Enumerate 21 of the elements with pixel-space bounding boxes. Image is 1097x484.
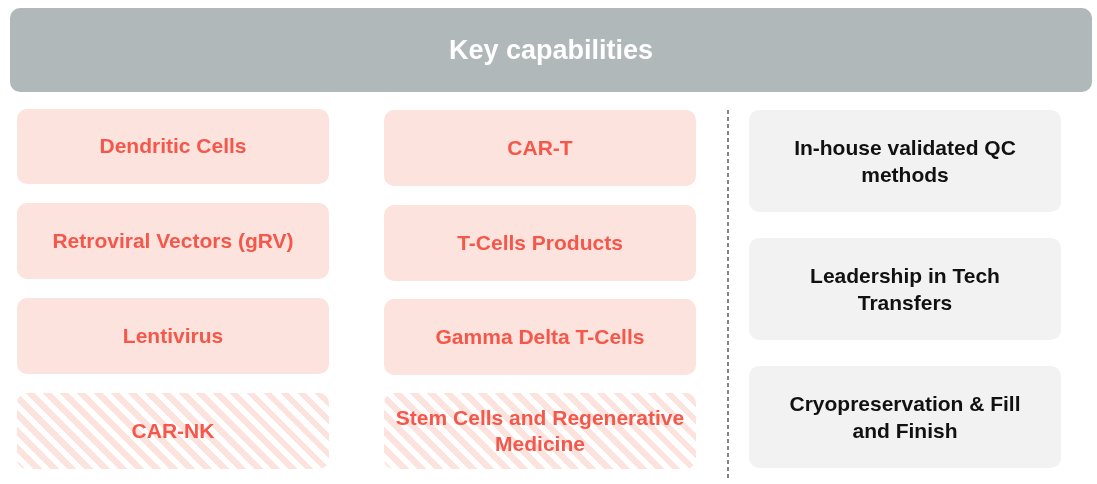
capability-card [384, 110, 696, 186]
card-label: Leadership in Tech Transfers [809, 262, 1001, 316]
capability-card [17, 203, 329, 279]
card-label: Lentivirus [122, 322, 224, 349]
card-label: CAR-NK [131, 417, 215, 444]
card-label: In-house validated QC methods [793, 134, 1017, 188]
card-label: T-Cells Products [457, 229, 623, 256]
card-label: CAR-T [507, 134, 573, 161]
card-label: Gamma Delta T-Cells [435, 323, 645, 350]
card-label: Cryopreservation & Fill and Finish [788, 390, 1022, 444]
capability-card [17, 109, 329, 184]
title-text: Key capabilities [448, 34, 654, 66]
hatched-capability-card [384, 393, 696, 469]
capability-card [384, 299, 696, 375]
card-label: Retroviral Vectors (gRV) [52, 227, 294, 254]
hatched-capability-card [17, 393, 329, 469]
capability-card [17, 298, 329, 374]
title-band [10, 8, 1092, 92]
card-label: Dendritic Cells [99, 133, 247, 160]
card-label: Stem Cells and Regenerative Medicine [394, 404, 686, 457]
capability-card [384, 205, 696, 281]
